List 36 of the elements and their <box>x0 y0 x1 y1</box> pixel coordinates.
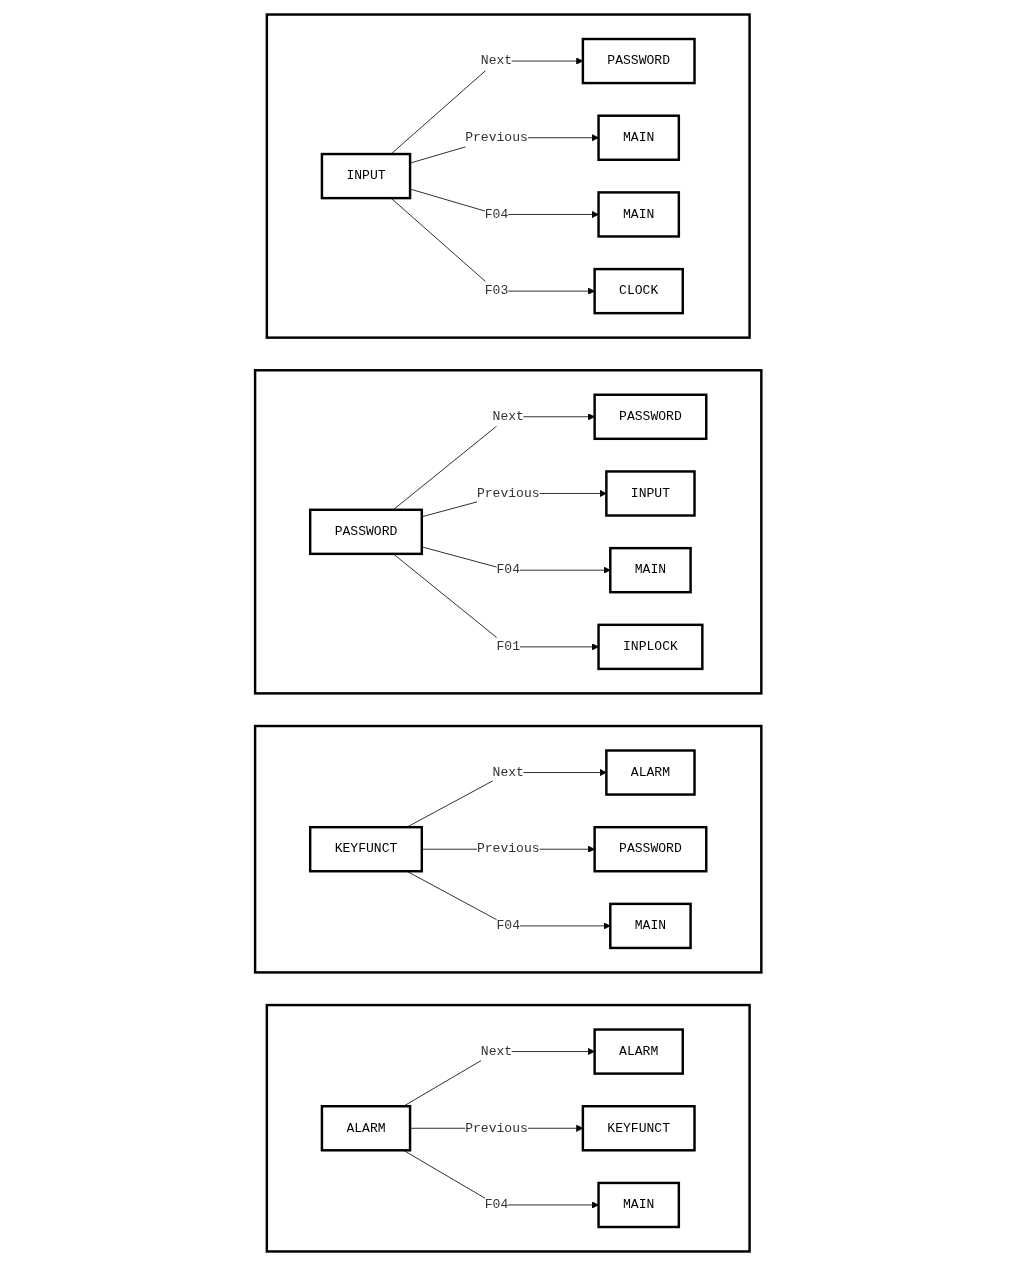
edge-label: F04 <box>485 207 509 222</box>
edge-label: F04 <box>485 1197 509 1213</box>
node-box: INPUT <box>321 152 412 200</box>
node-box: ALARM <box>605 749 696 796</box>
node-box: INPUT <box>605 470 696 517</box>
edge-label: F04 <box>496 918 521 934</box>
node-box: PASSWORD <box>593 825 708 873</box>
node-box: MAIN <box>597 191 681 238</box>
node-box: INPLOCK <box>597 623 704 671</box>
node-box: KEYFUNCT <box>309 825 424 873</box>
node-box: MAIN <box>597 114 681 161</box>
node-box: KEYFUNCT <box>581 1105 696 1152</box>
cluster <box>254 724 763 974</box>
edge-label: F01 <box>496 639 521 655</box>
node-box: ALARM <box>593 1028 685 1075</box>
node-box: PASSWORD <box>309 508 424 556</box>
edge-label: Next <box>481 1044 513 1059</box>
edge-label: Previous <box>465 1120 529 1136</box>
node-box: MAIN <box>609 902 693 950</box>
cluster <box>265 13 752 339</box>
edge-label: F04 <box>496 562 521 578</box>
edge-label: Next <box>492 765 525 780</box>
cluster <box>254 369 763 695</box>
node-box: PASSWORD <box>593 393 708 441</box>
edge-label: Next <box>492 409 525 425</box>
edge-label: Next <box>481 53 513 69</box>
node-box: ALARM <box>321 1105 412 1152</box>
cluster <box>265 1003 752 1253</box>
node-box: PASSWORD <box>581 37 696 85</box>
edge-label: Previous <box>477 841 540 857</box>
node-box: CLOCK <box>593 267 685 315</box>
edge-label: Previous <box>465 130 529 146</box>
node-box: MAIN <box>597 1181 681 1229</box>
node-box: MAIN <box>609 546 693 594</box>
edge-label: F03 <box>485 283 509 299</box>
edge-label: Previous <box>477 486 540 501</box>
